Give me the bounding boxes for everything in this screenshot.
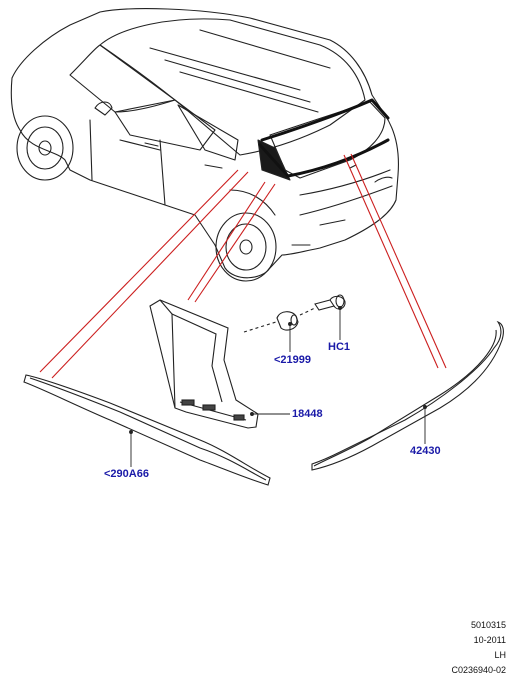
- callout-290a66[interactable]: <290A66: [104, 468, 149, 480]
- footer-drawing-id: C0236940-02: [451, 665, 506, 675]
- callout-leaders: [129, 306, 427, 467]
- pillar-trim-panel: [149, 299, 259, 429]
- screw-hc1: [299, 294, 346, 316]
- footer-code: 5010315: [470, 620, 506, 630]
- clip-21999: [243, 311, 299, 333]
- diagram-reference-block: 5010315 10-2011 LH C0236940-02: [451, 618, 506, 678]
- callout-18448[interactable]: 18448: [292, 408, 323, 420]
- trim-strip-left: [23, 374, 271, 486]
- footer-date: 10-2011: [473, 635, 506, 645]
- footer-side: LH: [494, 650, 506, 660]
- spoiler-strip-right: [311, 320, 504, 471]
- callout-hc1[interactable]: HC1: [328, 341, 351, 353]
- leader-lines: [39, 153, 447, 379]
- callout-42430[interactable]: 42430: [410, 445, 441, 457]
- callout-21999[interactable]: <21999: [274, 354, 312, 366]
- vehicle-illustration: [10, 8, 399, 282]
